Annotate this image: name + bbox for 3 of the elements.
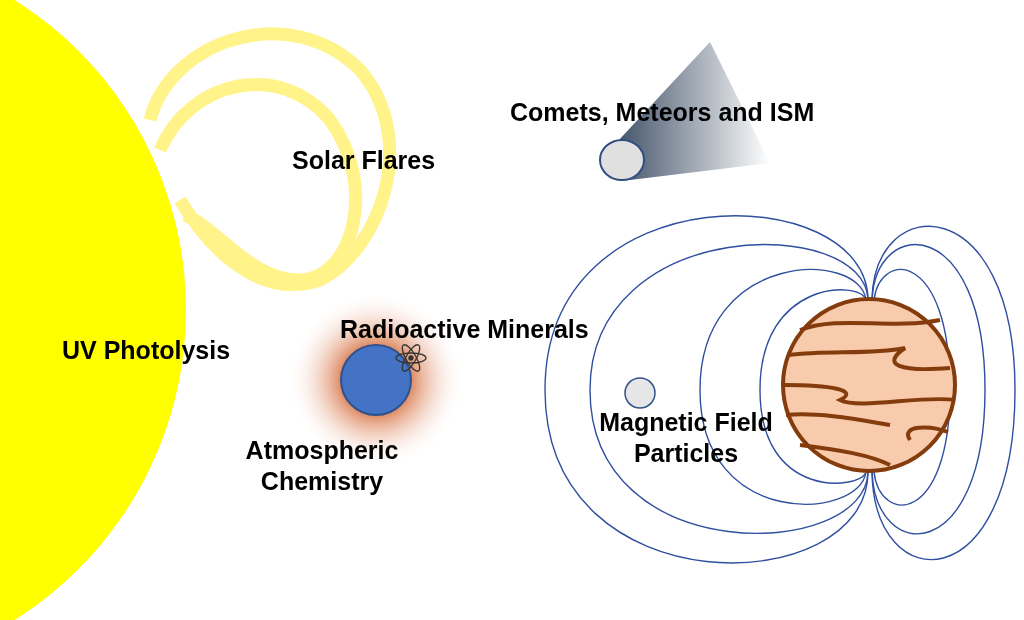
- comet-label: Comets, Meteors and ISM: [510, 97, 816, 128]
- atmosphere-label: Atmospheric Chemistry: [244, 435, 400, 498]
- flare-label: Solar Flares: [292, 145, 437, 176]
